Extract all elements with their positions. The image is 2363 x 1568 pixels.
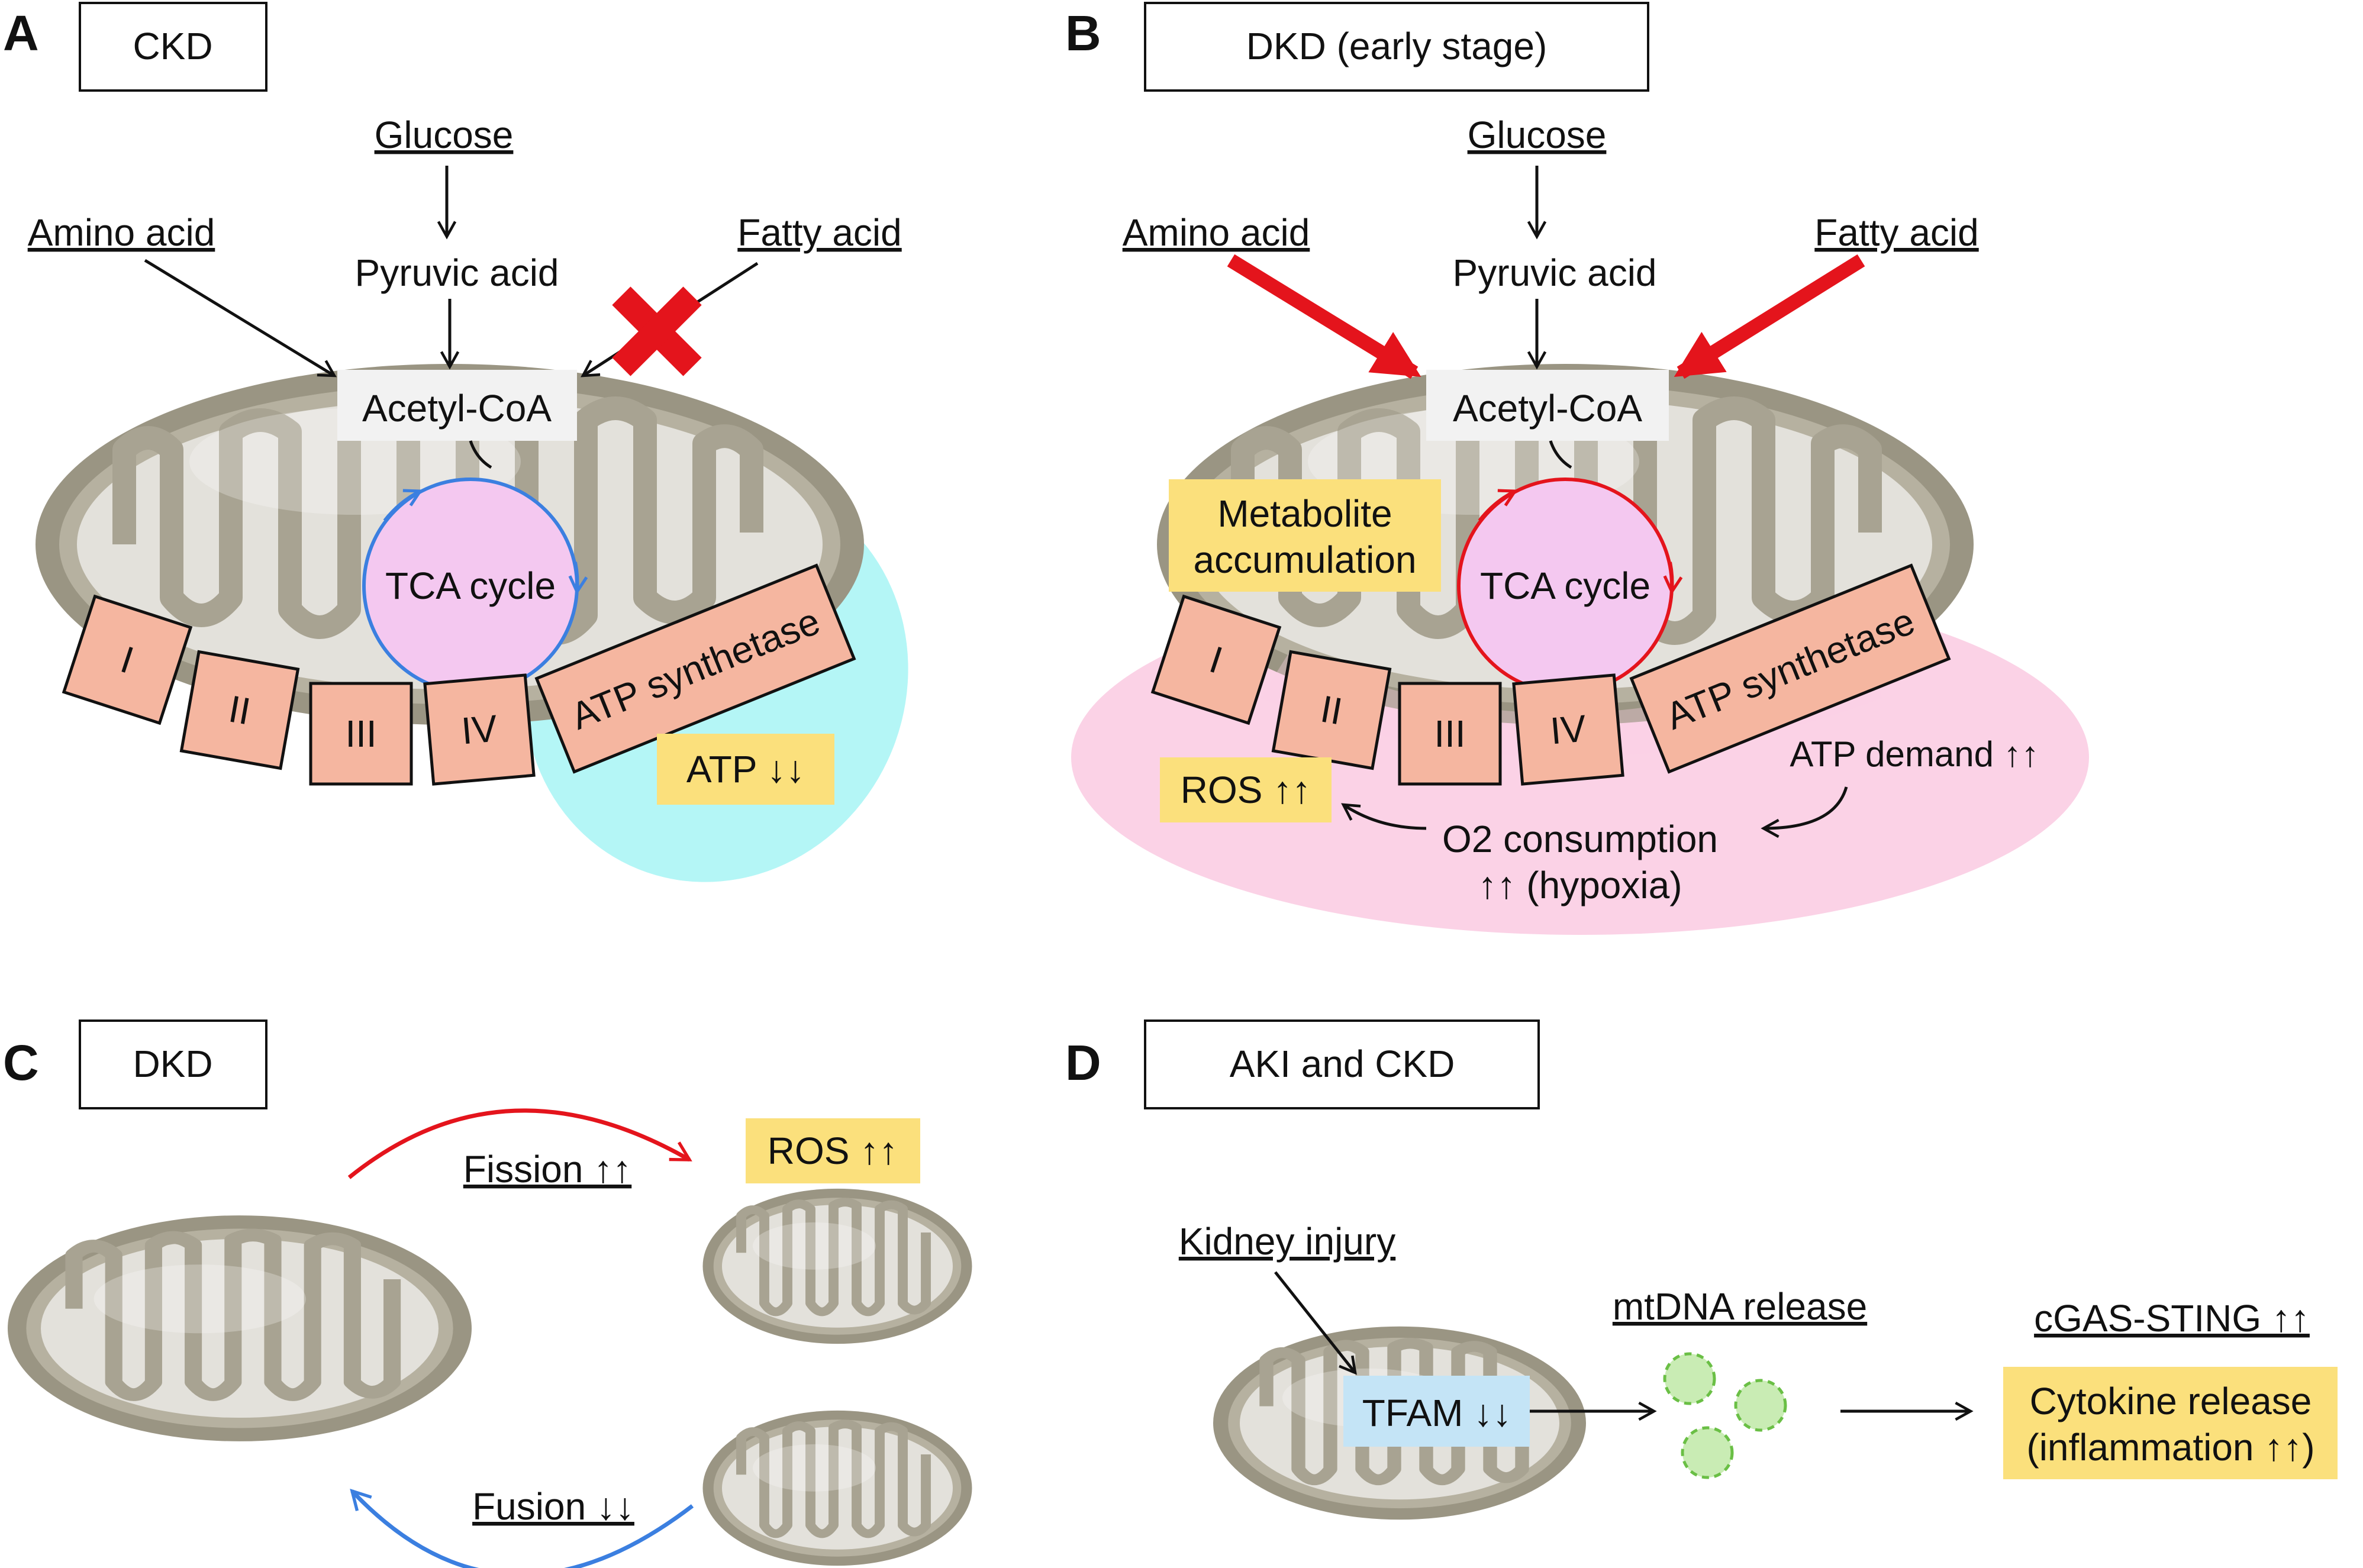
panel-title: DKD — [133, 1043, 212, 1085]
pyruvic-label: Pyruvic acid — [1453, 251, 1657, 294]
metabolite-label-2: accumulation — [1193, 538, 1416, 581]
arrow-injury-tfam — [1274, 1271, 1357, 1375]
amino-label: Amino acid — [28, 211, 215, 254]
complex-ii: II — [179, 650, 300, 770]
tca-label: TCA cycle — [1480, 564, 1650, 607]
mitochondrion-icon — [703, 1189, 972, 1344]
panel-c: C DKD Fission ↑↑ ROS ↑↑ Fusion ↓↓ — [3, 1019, 972, 1568]
panel-letter: B — [1065, 5, 1101, 61]
complex-iv: IV — [1512, 673, 1624, 786]
ros-box — [746, 1118, 920, 1183]
complex-iv: IV — [423, 673, 536, 786]
fatty-label: Fatty acid — [1814, 211, 1978, 254]
mtdna-circle-icon — [1681, 1426, 1734, 1479]
mtdna-circle-icon — [1663, 1352, 1716, 1405]
complex-ii: II — [1271, 650, 1392, 770]
svg-text:IV: IV — [1549, 706, 1588, 752]
panel-a: A CKD Glucose Pyruvic acid Amino acid Fa… — [3, 2, 908, 882]
cytokine-label-2: (inflammation ↑↑) — [2026, 1426, 2314, 1469]
panel-title-box — [1144, 1019, 1540, 1109]
acetyl-box — [337, 370, 577, 441]
panel-title: AKI and CKD — [1230, 1043, 1455, 1085]
atp-demand-label: ATP demand ↑↑ — [1790, 734, 2039, 774]
arrow-fatty-acetyl — [1674, 254, 1865, 379]
complex-i: I — [1150, 594, 1282, 725]
arrow-o2-ros — [1341, 803, 1427, 830]
metabolite-label-1: Metabolite — [1217, 492, 1392, 535]
svg-text:IV: IV — [460, 706, 499, 752]
amino-label: Amino acid — [1123, 211, 1310, 254]
panel-b: B DKD (early stage) Glucose Pyruvic acid… — [1065, 2, 2089, 935]
panel-title-box — [79, 2, 267, 92]
tca-label: TCA cycle — [385, 564, 556, 607]
mtdna-circle-icon — [1734, 1379, 1787, 1432]
svg-text:III: III — [345, 712, 376, 755]
cytokine-box — [2003, 1367, 2338, 1479]
arrow-demand-o2 — [1761, 786, 1848, 838]
arrow-amino-acetyl — [144, 259, 337, 378]
mitochondrion-icon — [8, 1215, 472, 1441]
ros-label: ROS ↑↑ — [1181, 769, 1311, 811]
acetyl-label: Acetyl-CoA — [1453, 387, 1642, 430]
o2-label-1: O2 consumption — [1442, 818, 1718, 860]
mtdna-label: mtDNA release — [1613, 1285, 1867, 1328]
panel-d: D AKI and CKD Kidney injury TFAM ↓↓ mtDN… — [1065, 1019, 2338, 1519]
kidney-injury-label: Kidney injury — [1179, 1220, 1395, 1263]
pyruvic-label: Pyruvic acid — [355, 251, 559, 294]
fission-label: Fission ↑↑ — [463, 1148, 632, 1190]
panel-letter: A — [3, 5, 39, 61]
ros-box — [1160, 757, 1332, 822]
fusion-arrow — [350, 1489, 694, 1568]
ros-label: ROS ↑↑ — [768, 1130, 898, 1172]
tfam-box — [1343, 1376, 1530, 1447]
metabolite-box — [1169, 479, 1441, 592]
tfam-label: TFAM ↓↓ — [1362, 1392, 1511, 1434]
acetyl-box — [1426, 370, 1669, 441]
atp-label: ATP ↓↓ — [686, 748, 805, 791]
panel-letter: C — [3, 1035, 39, 1090]
fission-arrow — [347, 1108, 692, 1179]
fusion-label: Fusion ↓↓ — [472, 1485, 634, 1528]
cgas-label: cGAS-STING ↑↑ — [2034, 1297, 2310, 1340]
atp-label-box — [657, 734, 834, 805]
complex-i: I — [62, 594, 193, 725]
glucose-label: Glucose — [1468, 114, 1607, 156]
complex-iii: III — [1398, 682, 1502, 786]
complex-iii: III — [309, 682, 413, 786]
panel-title: CKD — [133, 25, 212, 67]
glucose-label: Glucose — [375, 114, 514, 156]
panel-title-box — [1144, 2, 1649, 92]
fatty-label: Fatty acid — [737, 211, 901, 254]
acetyl-label: Acetyl-CoA — [362, 387, 552, 430]
mitochondrion-icon — [703, 1411, 972, 1566]
cytokine-label-1: Cytokine release — [2030, 1380, 2312, 1422]
panel-title-box — [79, 1019, 267, 1109]
panel-title: DKD (early stage) — [1246, 25, 1548, 67]
red-x-icon — [612, 286, 702, 376]
arrow-amino-acetyl — [1227, 254, 1421, 379]
panel-letter: D — [1065, 1035, 1101, 1090]
o2-label-2: ↑↑ (hypoxia) — [1478, 864, 1682, 906]
svg-text:III: III — [1434, 712, 1465, 755]
